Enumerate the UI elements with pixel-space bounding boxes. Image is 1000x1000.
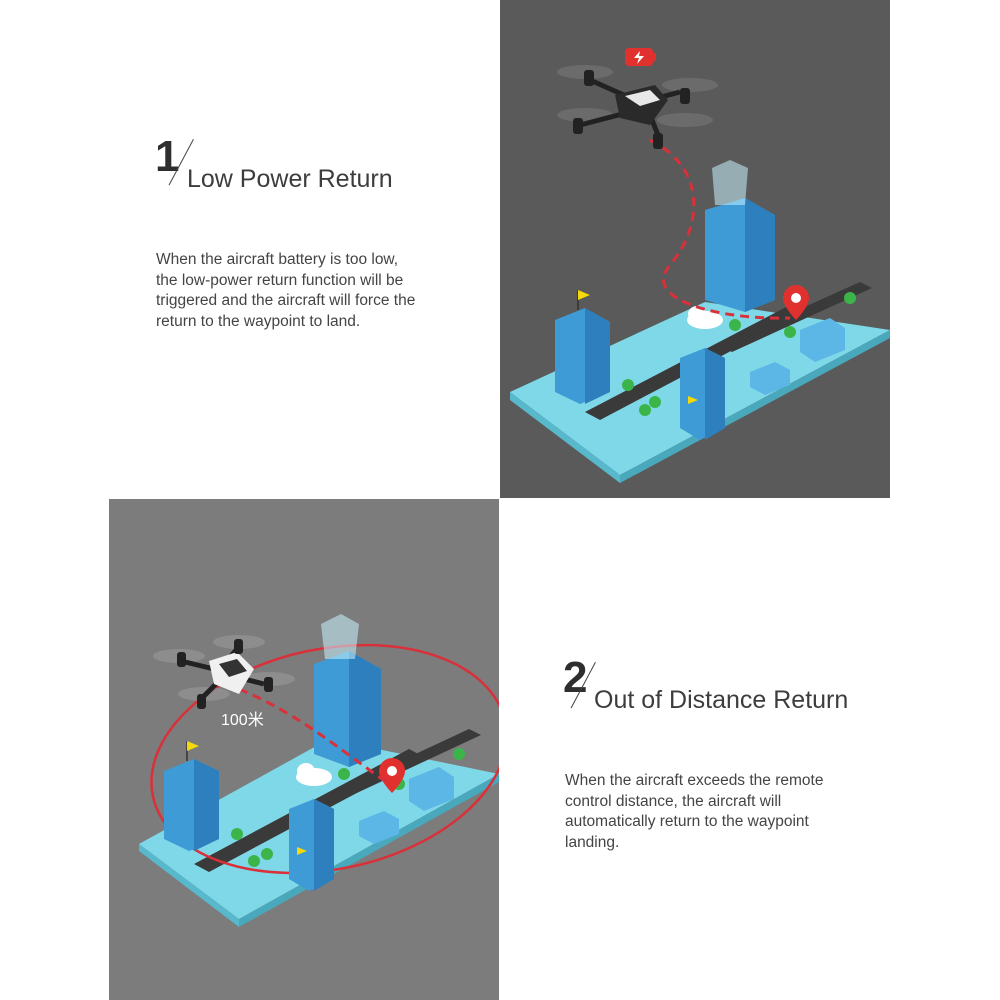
low-building — [409, 767, 454, 811]
city-ground-edge — [239, 774, 499, 927]
flag-icon — [688, 396, 698, 404]
description-line: return to the waypoint to land. — [156, 312, 361, 330]
feature-low-power-return: 1 Low Power Return When the aircraft bat… — [155, 135, 485, 335]
tree — [338, 768, 350, 780]
flag-icon — [578, 290, 590, 300]
tree — [649, 396, 661, 408]
left-building-side — [194, 759, 219, 851]
tree — [844, 292, 856, 304]
left-building-side — [585, 308, 610, 404]
low-building — [750, 362, 790, 395]
tree — [261, 848, 273, 860]
out-of-distance-scene — [139, 614, 499, 927]
cloud-icon — [688, 306, 706, 322]
flag-icon — [187, 741, 199, 751]
tree — [231, 828, 243, 840]
tree — [729, 319, 741, 331]
front-building-side — [314, 799, 334, 891]
return-route — [649, 138, 791, 320]
low-building — [359, 811, 399, 844]
description-line: the low-power return function will be — [156, 271, 404, 289]
tree — [622, 379, 634, 391]
light-beam — [321, 614, 359, 659]
distance-boundary — [150, 643, 499, 875]
low-power-scene — [510, 48, 890, 483]
feature-description: When the aircraft battery is too low, th… — [156, 250, 415, 332]
low-power-illustration — [500, 0, 890, 498]
description-line: automatically return to the waypoint — [565, 813, 809, 830]
waypoint-pin-dot — [387, 766, 397, 776]
description-line: When the aircraft battery is too low, — [156, 251, 399, 268]
feature-title: Out of Distance Return — [594, 686, 849, 714]
tree — [453, 748, 465, 760]
feature-description: When the aircraft exceeds the remote con… — [565, 771, 823, 853]
tower-building-side — [349, 651, 381, 767]
front-building-side — [705, 348, 725, 440]
low-building — [800, 318, 845, 362]
waypoint-pin-dot — [791, 293, 801, 303]
out-of-distance-illustration: 100米 — [109, 499, 499, 1000]
tower-building-side — [745, 198, 775, 312]
feature-number: 2 — [563, 653, 588, 702]
city-ground-edge — [139, 844, 239, 927]
flag-icon — [297, 847, 307, 855]
drone-icon — [557, 65, 718, 149]
low-battery-icon — [625, 48, 656, 66]
tree — [248, 855, 260, 867]
description-line: triggered and the aircraft will force th… — [156, 292, 416, 309]
description-line: When the aircraft exceeds the remote — [565, 772, 824, 789]
city-ground-edge — [510, 392, 620, 483]
description-line: control distance, the aircraft will — [565, 792, 782, 810]
cloud-icon — [297, 763, 315, 779]
drone-icon — [153, 635, 295, 709]
feature-out-of-distance-return: 2 Out of Distance Return When the aircra… — [563, 656, 893, 856]
tree — [639, 404, 651, 416]
tree — [784, 326, 796, 338]
light-beam — [712, 160, 748, 205]
city-ground-edge — [620, 330, 890, 483]
description-line: landing. — [565, 833, 620, 851]
feature-title: Low Power Return — [187, 165, 393, 193]
distance-label: 100米 — [221, 712, 264, 729]
return-route — [238, 687, 390, 786]
